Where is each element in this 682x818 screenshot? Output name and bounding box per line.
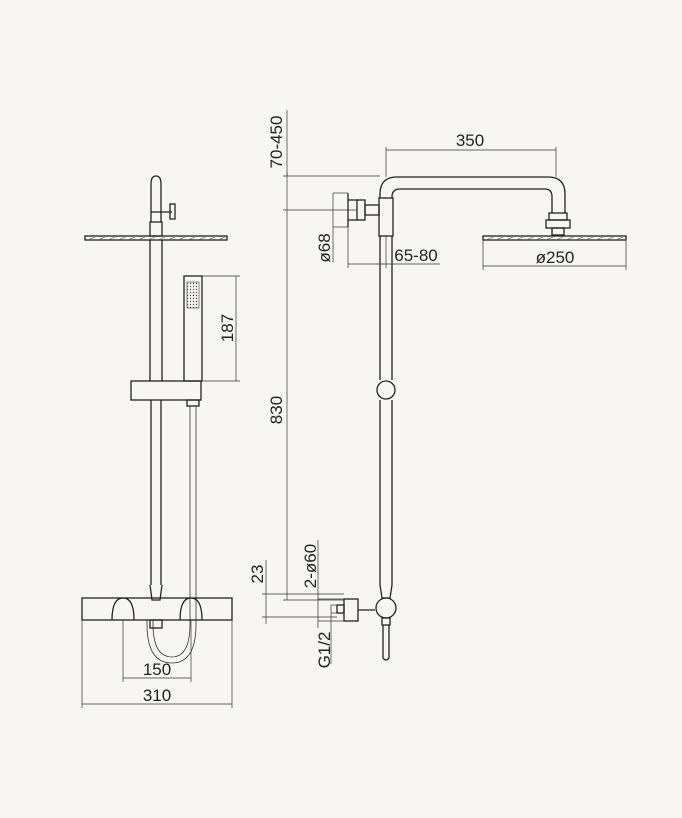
dim-label-o68: ø68 — [315, 233, 334, 262]
side-riser-pipe — [376, 197, 396, 599]
dim-label-65-80: 65-80 — [394, 246, 437, 265]
dim-label-187: 187 — [218, 314, 237, 342]
dim-handset-length: 187 — [202, 275, 240, 382]
front-slider-bracket — [130, 380, 202, 401]
dim-label-350: 350 — [456, 131, 484, 150]
dim-label-310: 310 — [143, 686, 171, 705]
front-view: 187 150 310 — [81, 175, 240, 708]
dim-head-dia: ø250 — [482, 240, 627, 270]
front-thermostatic-valve — [81, 597, 233, 629]
dim-label-23: 23 — [248, 565, 267, 584]
dim-riser-height: 830 — [267, 214, 344, 601]
side-valve-assembly — [336, 597, 397, 661]
dim-label-2-o60: 2-ø60 — [301, 544, 320, 588]
front-riser-pipe — [149, 240, 163, 601]
dim-inlet-centers: 150 — [122, 620, 192, 682]
dim-valve-width: 310 — [81, 620, 233, 708]
side-shower-arm — [379, 176, 571, 236]
dim-arm-length: 350 — [385, 131, 557, 177]
dim-label-o250: ø250 — [536, 248, 575, 267]
front-hand-shower — [183, 275, 203, 407]
dim-escutcheon: 2-ø60 — [301, 540, 344, 628]
front-shower-head — [84, 235, 228, 241]
front-swivel-hook — [149, 175, 176, 237]
side-view: 70-450 830 350 ø68 65-80 — [248, 110, 627, 669]
dim-inlet-thread: G1/2 — [315, 604, 337, 669]
dim-inlet-offset: 23 — [248, 560, 344, 624]
dim-label-150: 150 — [143, 660, 171, 679]
side-shower-head — [482, 235, 627, 241]
dim-bracket-offset: 65-80 — [347, 227, 440, 268]
dim-wall-bracket-dia: ø68 — [315, 192, 348, 263]
dim-label-g1-2: G1/2 — [315, 632, 334, 669]
front-hose — [146, 406, 197, 664]
dim-head-offset: 70-450 — [267, 110, 380, 214]
dim-label-830: 830 — [267, 396, 286, 424]
dim-label-70-450: 70-450 — [267, 116, 286, 169]
